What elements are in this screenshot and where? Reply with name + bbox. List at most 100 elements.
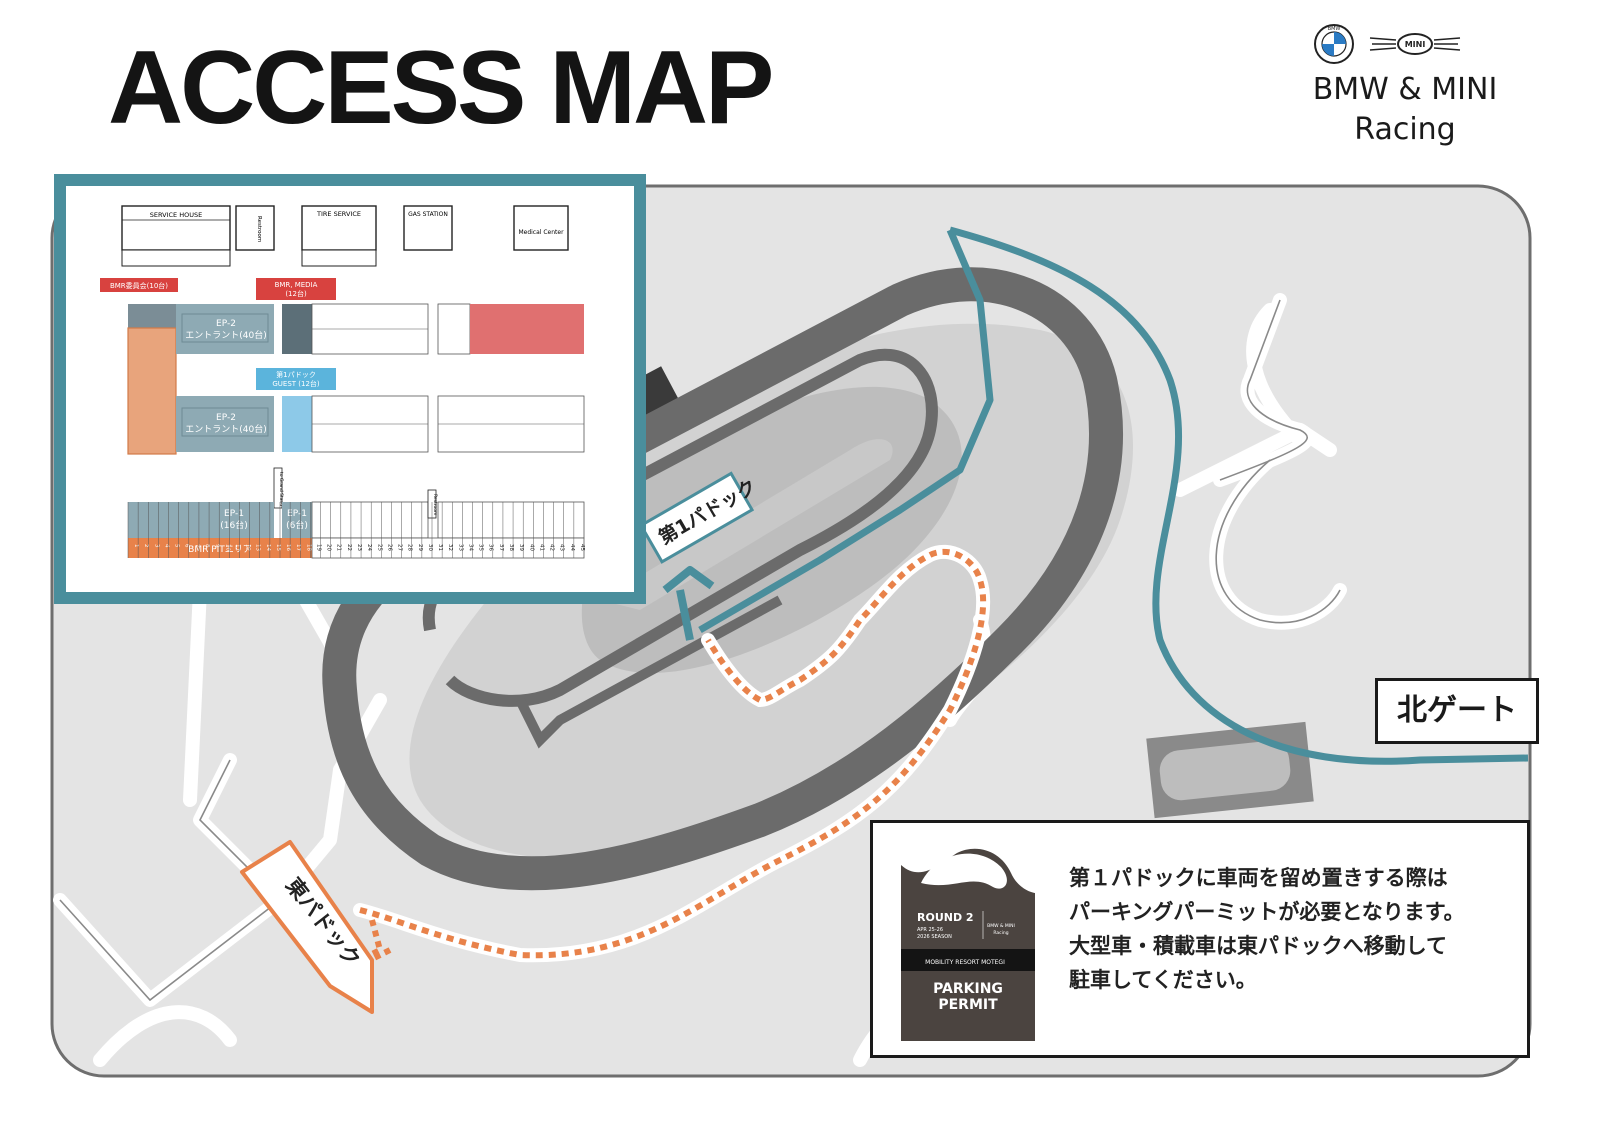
- pit-number: 13: [255, 544, 261, 551]
- brand-logos: BMW MINI: [1300, 18, 1510, 70]
- pit-number: 25: [376, 544, 382, 551]
- pit-number: 32: [447, 544, 453, 551]
- zone-ep2-top: EP-2 エントラント(40台): [176, 304, 274, 354]
- svg-text:GAS STATION: GAS STATION: [408, 211, 448, 218]
- pit-number: 29: [417, 544, 423, 551]
- pit-number: 1: [133, 544, 139, 548]
- svg-text:EP-1: EP-1: [224, 509, 244, 519]
- pit-number: 5: [174, 544, 180, 548]
- svg-text:Racing: Racing: [993, 930, 1008, 936]
- pit-number: 22: [346, 544, 352, 551]
- mini-logo-icon: MINI: [1369, 33, 1461, 55]
- pit-number: 37: [498, 544, 504, 551]
- pit-number: 41: [538, 544, 544, 551]
- svg-text:(12台): (12台): [285, 289, 307, 298]
- notice-box: ROUND 2 APR 25-26 2026 SEASON BMW & MINI…: [870, 820, 1530, 1058]
- svg-text:Restroom: Restroom: [432, 494, 438, 515]
- notice-line: 駐車してください。: [1069, 968, 1257, 992]
- svg-text:Restroom: Restroom: [256, 216, 262, 242]
- svg-text:SERVICE HOUSE: SERVICE HOUSE: [150, 211, 202, 219]
- svg-text:ROUND 2: ROUND 2: [917, 911, 974, 924]
- bmw-logo-icon: BMW: [1314, 24, 1354, 64]
- pit-number: 7: [194, 544, 200, 548]
- restroom-sign-2: Restroom: [427, 489, 438, 519]
- pit-number: 21: [336, 544, 342, 551]
- pit-number: 20: [326, 544, 332, 551]
- svg-text:2026 SEASON: 2026 SEASON: [917, 934, 952, 940]
- svg-text:(6台): (6台): [286, 519, 308, 531]
- pit-number: 14: [265, 544, 271, 551]
- svg-text:EP-2: EP-2: [216, 413, 236, 423]
- svg-text:(16台): (16台): [220, 519, 247, 531]
- pit-number: 18: [305, 544, 311, 551]
- svg-text:TIRE SERVICE: TIRE SERVICE: [316, 210, 361, 218]
- pit-number: 42: [549, 544, 555, 551]
- gas-station-building: GAS STATION: [403, 205, 453, 251]
- pit-number: 35: [478, 544, 484, 551]
- pit-number: 15: [275, 544, 281, 551]
- notice-line: パーキングパーミットが必要となります。: [1069, 900, 1465, 924]
- tire-service-building: TIRE SERVICE: [301, 205, 377, 267]
- pit-number: 11: [234, 544, 240, 551]
- svg-text:EP-1: EP-1: [287, 509, 307, 519]
- pit-number: 3: [153, 544, 159, 548]
- pit-number: 6: [184, 544, 190, 548]
- pit-number: 36: [488, 544, 494, 551]
- tag-bmr-committee: BMR委員会(10台): [100, 278, 178, 292]
- page-title: ACCESS MAP: [108, 30, 774, 146]
- svg-text:MOBILITY RESORT MOTEGI: MOBILITY RESORT MOTEGI: [925, 959, 1005, 966]
- restroom-building: Restroom: [235, 205, 275, 251]
- pit-number: 12: [245, 544, 251, 551]
- paddock-inset-map: SERVICE HOUSE Restroom TIRE SERVICE GAS …: [54, 174, 646, 604]
- pit-number: 9: [214, 544, 220, 548]
- svg-text:エントラント(40台): エントラント(40台): [185, 329, 266, 341]
- brand-block: BMW MINI BMW & MINI Racing: [1300, 18, 1510, 150]
- svg-text:BMW: BMW: [1328, 26, 1341, 32]
- parking-permit-image: ROUND 2 APR 25-26 2026 SEASON BMW & MINI…: [901, 843, 1035, 1041]
- pit-number: 34: [467, 544, 473, 551]
- pit-number: 17: [295, 544, 301, 551]
- medical-center-building: Medical Center: [513, 205, 569, 251]
- pit-number: 23: [356, 544, 362, 551]
- pit-number: 10: [224, 544, 230, 551]
- zone-bmr-pit: BMR PITエリア: [128, 538, 312, 558]
- svg-text:MINI: MINI: [1405, 40, 1426, 49]
- pit-number: 43: [559, 544, 565, 551]
- svg-text:PARKING: PARKING: [933, 981, 1003, 997]
- pit-number: 45: [579, 544, 585, 551]
- pit-number: 39: [518, 544, 524, 551]
- zone-ep2-bottom: EP-2 エントラント(40台): [176, 396, 274, 452]
- pit-number: 16: [285, 544, 291, 551]
- pit-number: 27: [397, 544, 403, 551]
- svg-text:BMW & MINI: BMW & MINI: [987, 923, 1015, 929]
- pit-number: 24: [366, 544, 372, 551]
- service-house: SERVICE HOUSE: [121, 205, 231, 251]
- svg-text:EP-2: EP-2: [216, 319, 236, 329]
- pit-number: 33: [457, 544, 463, 551]
- svg-text:GUEST (12台): GUEST (12台): [272, 379, 320, 388]
- svg-text:BMR, MEDIA: BMR, MEDIA: [275, 281, 318, 289]
- svg-text:APR 25-26: APR 25-26: [917, 927, 943, 933]
- pit-number: 4: [163, 544, 169, 548]
- tag-guest: 第1パドック GUEST (12台): [256, 368, 336, 390]
- zone-ep1-b: EP-1 (6台): [286, 509, 308, 531]
- svg-text:第1パドック: 第1パドック: [276, 370, 316, 379]
- pit-number: 8: [204, 544, 210, 548]
- pit-number: 38: [508, 544, 514, 551]
- pit-number: 31: [437, 544, 443, 551]
- pit-number: 28: [407, 544, 413, 551]
- svg-text:to Grand Stand: to Grand Stand: [278, 472, 284, 506]
- pit-number: 30: [427, 544, 433, 551]
- pit-number: 2: [143, 544, 149, 548]
- grand-stand-sign: to Grand Stand: [273, 467, 284, 509]
- notice-text: 第１パドックに車両を留め置きする際は パーキングパーミットが必要となります。 大…: [1069, 861, 1509, 997]
- notice-line: 大型車・積載車は東パドックへ移動して: [1069, 934, 1447, 958]
- pit-number: 26: [386, 544, 392, 551]
- svg-text:Medical Center: Medical Center: [518, 229, 564, 236]
- pit-number: 44: [569, 544, 575, 551]
- pit-number: 40: [528, 544, 534, 551]
- paddock1-label-box: [638, 471, 755, 564]
- svg-text:BMR委員会(10台): BMR委員会(10台): [110, 281, 168, 290]
- pit-number: 19: [315, 544, 321, 551]
